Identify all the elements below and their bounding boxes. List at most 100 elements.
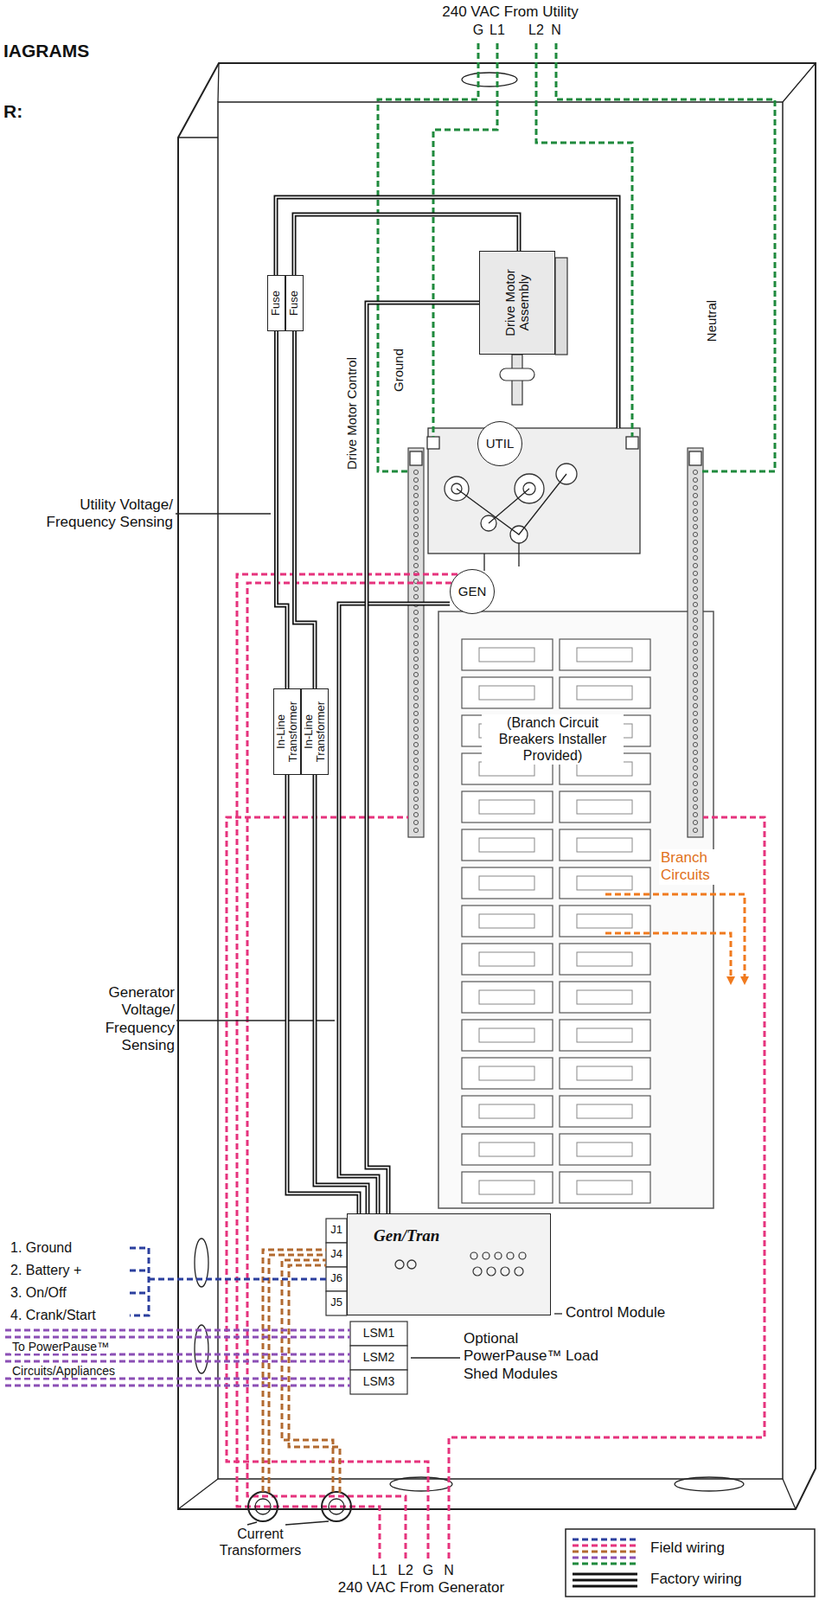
- bar-screw: [692, 492, 698, 498]
- callout-label: Branch Circuits: [659, 849, 732, 885]
- wire-outline: [294, 331, 316, 689]
- breaker-handle: [479, 1180, 535, 1195]
- bar-screw: [692, 695, 698, 700]
- callout-label: Current Transformers: [211, 1525, 309, 1559]
- current-transformers-part: [321, 1491, 352, 1522]
- callout-label: 240 VAC From Generator: [317, 1579, 525, 1597]
- control-module-body-part: [506, 1252, 514, 1260]
- utility-wiring: [377, 43, 775, 472]
- breaker: [461, 1095, 553, 1127]
- bar-screw: [692, 469, 698, 474]
- node-label: Drive Motor Assembly: [503, 251, 532, 354]
- legend-box-part: [572, 1562, 638, 1566]
- callout-label: Generator Voltage/ Frequency Sensing: [91, 984, 177, 1056]
- leader-lines-part: [410, 1356, 461, 1358]
- breaker: [559, 677, 651, 709]
- breaker: [559, 1133, 651, 1165]
- ct-wiring-part: [268, 1254, 327, 1493]
- branch-circuit-wiring-part: [605, 933, 731, 981]
- legend-box-part: [572, 1550, 638, 1554]
- wire-core: [339, 603, 450, 1214]
- bar-screw: [692, 710, 698, 716]
- breaker-handle: [576, 1142, 633, 1157]
- node-label: Gen/Tran: [373, 1226, 440, 1246]
- enclosure-part: [178, 63, 816, 1510]
- bar-screw: [413, 788, 418, 794]
- bar-screw: [413, 827, 418, 832]
- node-label: Fuse: [269, 290, 282, 316]
- bar-screw: [692, 648, 698, 653]
- control-module-body-part: [395, 1260, 404, 1269]
- callout-label: L2: [524, 21, 548, 39]
- bar-screw: [692, 757, 698, 762]
- bar-screw: [692, 578, 698, 583]
- bar-screw: [413, 485, 418, 490]
- bar-screw: [692, 477, 698, 482]
- control-module-body-part: [407, 1260, 416, 1269]
- current-transformers-part: [255, 1498, 271, 1515]
- bar-screw: [692, 601, 698, 607]
- bus-bars-part: [409, 451, 423, 466]
- drive-motor-parts-part: [499, 368, 535, 381]
- branch-circuit-wiring-part: [605, 894, 745, 981]
- wire-core: [287, 774, 359, 1214]
- callout-label: Optional PowerPause™ Load Shed Modules: [463, 1330, 602, 1383]
- bar-screw: [413, 648, 418, 653]
- generator-wiring-part: [226, 817, 429, 1559]
- legend-box-part: [572, 1544, 638, 1548]
- bar-screw: [413, 555, 418, 560]
- wire-outline: [287, 774, 359, 1214]
- current-transformers: [248, 1491, 352, 1522]
- bar-screw: [692, 687, 698, 692]
- bar-screw: [692, 788, 698, 794]
- node-text-wrap: Gen/Tran: [373, 1226, 440, 1246]
- transformer-box: In-Line Transformer: [273, 688, 301, 775]
- current-transformers-part: [248, 1491, 278, 1522]
- node-text-wrap: Drive Motor Assembly: [479, 251, 555, 354]
- bar-screw: [413, 695, 418, 700]
- leader-lines-part: [247, 1521, 329, 1525]
- wire-core: [276, 331, 288, 689]
- bar-screw: [413, 749, 418, 755]
- bar-screw: [692, 539, 698, 544]
- callout-label: L1: [486, 21, 509, 39]
- bar-screw: [413, 633, 418, 638]
- callout-label: 1. Ground: [10, 1239, 72, 1257]
- breaker-handle: [576, 685, 633, 700]
- breaker: [461, 791, 553, 823]
- bar-screw: [413, 563, 418, 568]
- breaker: [559, 1095, 651, 1127]
- factory-wiring-part: [275, 197, 619, 429]
- breaker-handle: [576, 1180, 633, 1195]
- callout-label: 3. On/Off: [10, 1284, 67, 1302]
- breaker-handle: [576, 914, 633, 928]
- breaker: [461, 829, 553, 861]
- breaker: [461, 1057, 553, 1089]
- callout-label: 240 VAC From Utility: [402, 3, 619, 21]
- bar-screw: [692, 819, 698, 825]
- bar-screw: [413, 742, 418, 747]
- bar-screw: [413, 757, 418, 762]
- breaker-panel-part: [461, 639, 651, 1203]
- callout-label: 2. Battery +: [10, 1261, 82, 1280]
- breaker-handle: [576, 1104, 633, 1119]
- bar-screw: [692, 726, 698, 731]
- breaker-handle: [479, 1028, 535, 1043]
- control-module-body-part: [326, 1242, 347, 1267]
- callout-label: 4. Crank/Start: [10, 1306, 96, 1325]
- bar-screw: [413, 547, 418, 552]
- sensing-wire: [339, 603, 450, 1214]
- fuse-box: Fuse: [285, 275, 304, 332]
- bar-screw: [413, 812, 418, 817]
- bar-screw: [692, 679, 698, 685]
- breaker: [461, 943, 553, 975]
- control-module-body-part: [494, 1252, 502, 1260]
- callout-label: (Branch Circuit Breakers Installer Provi…: [481, 714, 624, 765]
- breaker: [559, 639, 651, 671]
- bar-screw: [692, 664, 698, 669]
- legend-text: Field wiring: [650, 1539, 725, 1557]
- bus-bars-part: [687, 447, 704, 838]
- bar-screw: [692, 742, 698, 747]
